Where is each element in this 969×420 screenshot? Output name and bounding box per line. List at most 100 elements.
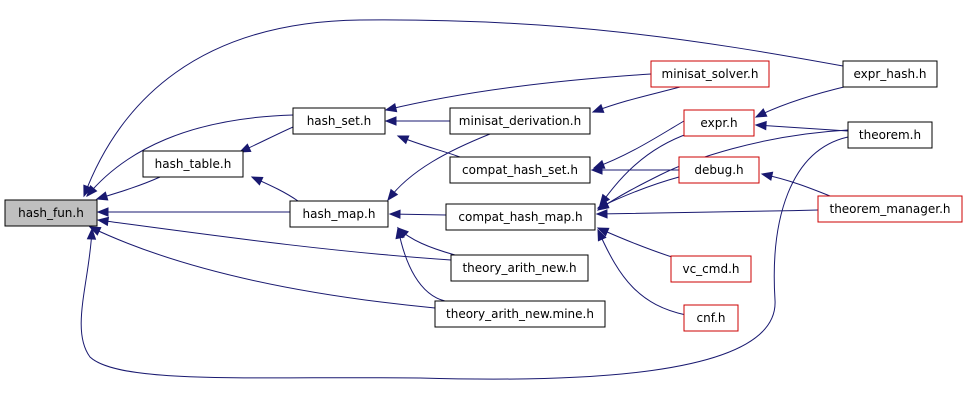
node-label: compat_hash_map.h (458, 210, 582, 224)
edge-theorem_manager-to-debug (760, 171, 831, 197)
node-compat-hash-map[interactable]: compat_hash_map.h (445, 203, 596, 231)
node-expr-hash[interactable]: expr_hash.h (842, 60, 938, 88)
node-expr[interactable]: expr.h (683, 109, 755, 137)
node-label: theorem_manager.h (829, 202, 950, 216)
node-box (445, 203, 596, 231)
node-label: hash_set.h (307, 114, 372, 128)
node-box (683, 109, 755, 137)
node-hash-table[interactable]: hash_table.h (142, 150, 244, 178)
arrowhead (388, 209, 401, 219)
arrowhead (760, 171, 774, 181)
arrowhead (238, 143, 252, 153)
edge-theorem-to-expr (754, 120, 849, 132)
edge-line (593, 120, 685, 169)
edge-expr_hash-to-hash_fun (83, 19, 844, 198)
arrowhead (83, 184, 93, 198)
edge-line (596, 209, 819, 215)
node-box (450, 254, 589, 282)
arrowhead (754, 108, 768, 118)
edge-theory_arith_new_mine-to-hash_fun (88, 226, 436, 309)
node-box (142, 150, 244, 178)
edge-line (597, 229, 687, 316)
edge-line (387, 133, 491, 201)
node-box (292, 107, 386, 135)
arrowhead (95, 191, 109, 201)
node-minisat-derivation[interactable]: minisat_derivation.h (449, 107, 591, 135)
arrowhead (384, 116, 397, 126)
edge-theorem-to-compat_hash_map (596, 129, 849, 211)
node-label: expr_hash.h (853, 67, 926, 81)
edge-hash_map-to-hash_fun (96, 207, 290, 217)
node-hash-set[interactable]: hash_set.h (292, 107, 386, 135)
arrowhead (591, 103, 605, 113)
node-label: debug.h (694, 163, 743, 177)
edge-hash_set-to-hash_table (238, 126, 294, 153)
node-label: minisat_derivation.h (459, 114, 581, 128)
node-cnf[interactable]: cnf.h (683, 304, 739, 332)
edge-minisat_solver-to-minisat_derivation (591, 86, 681, 113)
node-label: hash_fun.h (18, 206, 84, 220)
node-label: vc_cmd.h (682, 262, 739, 276)
node-label: minisat_solver.h (662, 67, 759, 81)
node-box (434, 300, 606, 328)
edge-hash_table-to-hash_fun (95, 176, 161, 201)
edge-compat_hash_map-to-hash_map (388, 209, 447, 219)
node-debug[interactable]: debug.h (678, 156, 760, 184)
edge-theorem-to-hash_fun (80, 136, 849, 380)
edge-line (397, 227, 446, 302)
node-label: theorem.h (859, 128, 921, 142)
edges-layer (80, 19, 849, 380)
node-theorem[interactable]: theorem.h (847, 121, 933, 149)
arrowhead (96, 216, 110, 227)
node-box (847, 121, 933, 149)
edge-line (755, 85, 849, 118)
node-compat-hash-set[interactable]: compat_hash_set.h (449, 156, 591, 184)
arrowhead (250, 176, 264, 186)
edge-line (597, 129, 849, 211)
edge-minisat_solver-to-hash_set (384, 73, 652, 113)
edge-minisat_derivation-to-hash_map (387, 133, 491, 202)
edge-theory_arith_new-to-hash_fun (96, 216, 452, 261)
edge-cnf-to-compat_hash_map (597, 228, 687, 316)
edge-line (592, 86, 681, 113)
node-box (289, 200, 389, 228)
arrowhead (595, 209, 608, 219)
node-box (449, 107, 591, 135)
edge-theory_arith_new-to-hash_map (396, 227, 456, 256)
edge-line (385, 73, 652, 111)
node-box (670, 255, 752, 283)
node-box (842, 60, 938, 88)
arrowhead (590, 165, 603, 175)
edge-line (80, 136, 849, 380)
edge-line (97, 219, 452, 261)
node-label: compat_hash_set.h (462, 163, 578, 177)
node-theory-arith-new[interactable]: theory_arith_new.h (450, 254, 589, 282)
arrowhead (596, 227, 610, 237)
node-vc-cmd[interactable]: vc_cmd.h (670, 255, 752, 283)
node-box (449, 156, 591, 184)
node-box (650, 60, 770, 88)
edge-theorem_manager-to-compat_hash_map (595, 209, 819, 219)
edge-line (89, 226, 436, 309)
node-label: theory_arith_new.h (462, 261, 576, 275)
arrowhead (754, 120, 767, 131)
node-hash-fun[interactable]: hash_fun.h (4, 199, 98, 227)
arrowhead (384, 102, 398, 113)
arrowhead (86, 227, 97, 240)
arrowhead (387, 188, 399, 202)
arrowhead (395, 226, 405, 240)
node-label: cnf.h (697, 311, 726, 325)
node-minisat-solver[interactable]: minisat_solver.h (650, 60, 770, 88)
node-hash-map[interactable]: hash_map.h (289, 200, 389, 228)
node-label: expr.h (700, 116, 737, 130)
node-theorem-manager[interactable]: theorem_manager.h (817, 195, 963, 223)
edge-expr_hash-to-expr (754, 85, 849, 118)
edge-line (755, 124, 849, 132)
nodes-layer: hash_fun.h hash_table.h hash_set.h hash_map… (4, 60, 963, 332)
node-label: hash_table.h (155, 157, 232, 171)
arrowhead (96, 207, 109, 217)
arrowhead (396, 135, 410, 145)
edge-debug-to-compat_hash_set (590, 165, 679, 175)
node-theory-arith-new-mine[interactable]: theory_arith_new.mine.h (434, 300, 606, 328)
